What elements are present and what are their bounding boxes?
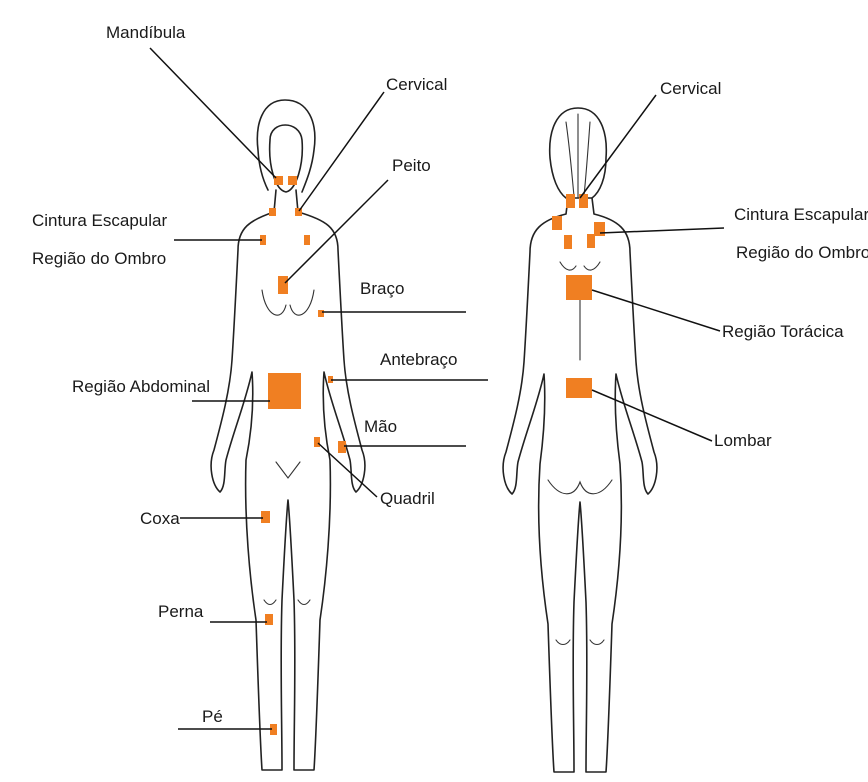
label-mandibula: Mandíbula <box>106 23 186 42</box>
marker-cervical-left <box>269 208 276 216</box>
front-body-outline <box>211 212 365 770</box>
marker-back-shoulder-right <box>594 222 605 236</box>
marker-mao <box>338 441 346 453</box>
marker-ombro-right <box>304 235 310 245</box>
label-cintura-escapular-back: Cintura Escapular <box>734 205 868 224</box>
front-markers <box>260 176 346 735</box>
marker-quadril <box>314 437 320 447</box>
front-neck <box>274 190 298 212</box>
marker-back-cervical-right <box>579 194 588 208</box>
leader-mandibula <box>150 48 276 178</box>
label-mao: Mão <box>364 417 397 436</box>
marker-back-cervical-left <box>566 194 575 208</box>
front-labels: Mandíbula Cervical Peito Cintura Escapul… <box>32 23 458 726</box>
leader-peito <box>285 180 388 283</box>
marker-braco <box>318 310 324 317</box>
marker-back-scapula-left <box>564 235 572 249</box>
front-hair <box>257 100 315 192</box>
label-coxa: Coxa <box>140 509 180 528</box>
back-markers <box>552 194 605 398</box>
label-peito: Peito <box>392 156 431 175</box>
label-quadril: Quadril <box>380 489 435 508</box>
marker-lombar <box>566 378 592 398</box>
marker-back-scapula-right <box>587 234 595 248</box>
marker-abdominal <box>268 373 301 409</box>
back-hair-lines <box>566 114 590 198</box>
label-regiao-abdominal: Região Abdominal <box>72 377 210 396</box>
leader-cintura-back <box>600 228 724 233</box>
marker-back-shoulder-left <box>552 216 562 230</box>
label-lombar: Lombar <box>714 431 772 450</box>
leader-regiao-toracica <box>592 290 720 331</box>
back-buttocks <box>548 480 612 494</box>
front-figure <box>211 100 365 770</box>
label-cervical-front: Cervical <box>386 75 447 94</box>
label-regiao-ombro-front: Região do Ombro <box>32 249 166 268</box>
marker-regiao-toracica <box>566 275 592 300</box>
marker-perna <box>265 614 273 625</box>
label-cintura-escapular-front: Cintura Escapular <box>32 211 167 230</box>
marker-mandibula-right <box>288 176 297 185</box>
label-regiao-toracica: Região Torácica <box>722 322 844 341</box>
label-perna: Perna <box>158 602 204 621</box>
marker-coxa <box>261 511 270 523</box>
back-leaders <box>580 95 724 441</box>
leader-lombar <box>592 390 712 441</box>
marker-peito <box>278 276 288 294</box>
back-knees <box>556 640 604 645</box>
label-cervical-back: Cervical <box>660 79 721 98</box>
leader-cervical-back <box>580 95 656 198</box>
back-labels: Cervical Cintura Escapular Região do Omb… <box>660 79 868 450</box>
leader-cervical-front <box>299 92 384 211</box>
label-regiao-ombro-back: Região do Ombro <box>736 243 868 262</box>
front-knees <box>264 600 310 605</box>
label-pe: Pé <box>202 707 223 726</box>
label-antebraco: Antebraço <box>380 350 458 369</box>
label-braco: Braço <box>360 279 404 298</box>
